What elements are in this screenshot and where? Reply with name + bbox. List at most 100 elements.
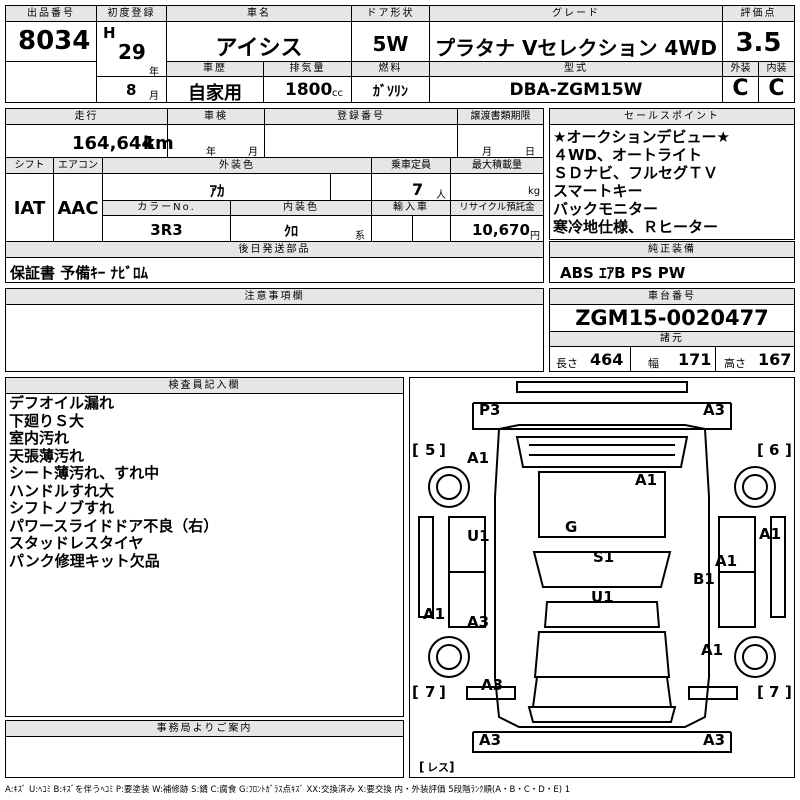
later-parts: 保証書 予備ｷｰ ﾅﾋﾞﾛﾑ (10, 264, 148, 282)
later-label: 後日発送部品 (6, 242, 543, 258)
grade-label: グレード (430, 6, 722, 22)
doors: 5W (372, 32, 409, 56)
sales-points-box (549, 108, 795, 240)
recycle-label: リサイクル預託金 (451, 201, 543, 216)
svg-text:[: [ (757, 683, 764, 701)
svg-text:[: [ (419, 760, 424, 774)
first-reg-label: 初度登録 (97, 6, 166, 22)
ac: AAC (57, 198, 99, 219)
shift-label: シフト (6, 158, 53, 174)
equipment-box (549, 241, 795, 283)
inspector-box (5, 377, 404, 717)
displacement: 1800 (285, 80, 333, 100)
notes-label: 注意事項欄 (6, 289, 543, 305)
info-grid (5, 108, 544, 283)
sales-points-label: セールスポイント (550, 109, 794, 125)
notes-box (5, 288, 544, 372)
colorno: 3R3 (150, 221, 183, 239)
payload-label: 最大積載量 (451, 158, 543, 174)
ac-label: エアコン (54, 158, 102, 174)
interior: ｸﾛ (284, 224, 298, 240)
import-label: 輸入車 (372, 201, 450, 216)
int-score: C (768, 76, 785, 101)
list-item: デフオイル漏れ (9, 394, 115, 412)
era: H (103, 24, 116, 42)
displacement-unit: cc (332, 88, 343, 99)
list-item: 室内汚れ (9, 429, 70, 447)
ext-label: 外装 (723, 62, 758, 77)
recycle: 10,670 (472, 221, 530, 239)
mark-a1-right-lower: A1 (701, 641, 723, 659)
recycle-unit: 円 (530, 231, 540, 242)
sales-points-list: ★オークションデビュー★ ４WD、オートライト ＳＤナビ、フルセグＴＶ スマート… (553, 128, 791, 236)
list-item: スマートキー (553, 182, 643, 200)
car-outline: P3 A3 A1 A1 G U1 S1 U1 A1 A1 B1 A1 A3 A1… (412, 381, 792, 774)
width: 171 (678, 350, 712, 369)
mark-b1: B1 (693, 570, 715, 588)
svg-text:[: [ (412, 441, 419, 459)
svg-text:]: ] (785, 441, 792, 459)
damage-diagram (409, 377, 795, 778)
list-item: スタッドレスタイヤ (9, 534, 144, 552)
chassis-box (549, 288, 795, 372)
car-name: アイシス (215, 36, 303, 61)
transfer-month-unit: 月 (482, 147, 492, 158)
mark-6: 6 (769, 441, 779, 459)
chassis-label: 車台番号 (550, 289, 794, 305)
list-item: ハンドルすれ大 (9, 481, 115, 500)
transfer-day-unit: 日 (525, 147, 535, 158)
svg-text:[: [ (757, 441, 764, 459)
chassis-number: ZGM15-0020477 (575, 306, 769, 330)
svg-text:[: [ (412, 683, 419, 701)
grade: プラタナ Vセレクション 4WD (435, 36, 717, 60)
inspection-label: 車検 (168, 109, 264, 125)
svg-text:]: ] (439, 683, 446, 701)
transfer-label: 譲渡書類期限 (458, 109, 543, 125)
list-item: パワースライドドア不良（右） (9, 516, 219, 535)
interior-unit: 系 (355, 231, 365, 242)
color: ｱｶ (209, 182, 225, 200)
insp-year-unit: 年 (206, 147, 216, 158)
mark-a1-right-door: A1 (715, 552, 737, 570)
model-label: 型式 (430, 62, 722, 77)
mark-7-left: 7 (425, 683, 435, 701)
height: 167 (758, 350, 792, 369)
height-label: 高さ (724, 357, 746, 370)
int-label: 内装 (759, 62, 794, 77)
mark-a3-rear-right: A3 (703, 401, 725, 419)
list-item: パンク修理キット欠品 (9, 551, 160, 570)
mark-a1-right-edge: A1 (759, 525, 781, 543)
svg-text:]: ] (439, 441, 446, 459)
lot-label: 出品番号 (6, 6, 96, 22)
score: 3.5 (735, 28, 782, 58)
mark-u1-center: U1 (591, 588, 614, 606)
model: DBA-ZGM15W (509, 80, 643, 100)
ext-score: C (732, 76, 749, 101)
colorno-label: カラーNo. (103, 201, 230, 216)
capacity-unit: 人 (436, 190, 446, 201)
mileage-unit: km (143, 133, 174, 154)
mileage-label: 走行 (6, 109, 167, 125)
shift: IAT (13, 198, 46, 219)
equipment-label: 純正装備 (550, 242, 794, 258)
mark-a1-left-top: A1 (467, 449, 489, 467)
mark-u1-left: U1 (467, 527, 490, 545)
reg-year: 29 (118, 40, 146, 64)
office-box (5, 720, 404, 778)
car-name-label: 車名 (167, 6, 351, 22)
color-label: 外装色 (103, 158, 371, 174)
inspector-list: デフオイル漏れ 下廻りＳ大 室内汚れ 天張薄汚れ シート薄汚れ、すれ中 ハンドル… (9, 394, 399, 570)
mark-less: レス (427, 761, 449, 774)
year-unit: 年 (149, 67, 159, 78)
list-item: 下廻りＳ大 (9, 411, 85, 430)
mark-g: G (565, 518, 577, 536)
list-item: シフトノブすれ (9, 499, 115, 517)
insp-month-unit: 月 (248, 147, 258, 158)
mark-a1-roof: A1 (635, 471, 657, 489)
fuel-label: 燃料 (352, 62, 429, 77)
month-unit: 月 (149, 91, 159, 102)
mark-p3: P3 (479, 401, 500, 419)
length-label: 長さ (556, 357, 578, 370)
mark-a1-left-edge: A1 (423, 605, 445, 623)
score-label: 評価点 (723, 6, 794, 22)
